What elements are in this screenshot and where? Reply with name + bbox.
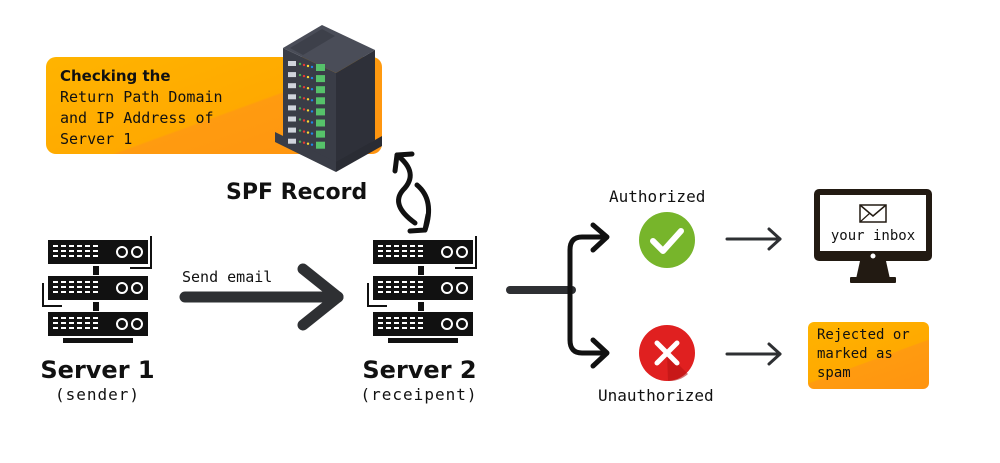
decision-branch-arrows-icon <box>506 222 610 369</box>
spf-note-line1: Checking the <box>60 67 171 85</box>
cross-circle-icon <box>639 325 695 382</box>
unauthorized-label: Unauthorized <box>598 386 714 405</box>
server2-title: Server 2 <box>362 356 477 384</box>
server2-icon <box>367 236 477 343</box>
spf-query-arrows-icon <box>392 151 432 234</box>
to-inbox-arrow-icon <box>725 227 782 251</box>
server1-subtitle: (sender) <box>54 385 141 404</box>
send-email-arrow-icon <box>179 263 344 331</box>
server2-subtitle: (receipent) <box>360 385 478 404</box>
spf-record-server-icon <box>275 25 382 172</box>
server1-icon <box>42 236 152 343</box>
send-email-label: Send email <box>182 268 273 286</box>
rejected-line1: Rejected or <box>817 327 910 343</box>
server-led-rows <box>288 61 325 149</box>
spf-note-line4: Server 1 <box>60 130 133 148</box>
check-circle-icon <box>639 212 695 268</box>
rejected-line2: marked as <box>817 346 893 362</box>
spf-note-line2: Return Path Domain <box>60 88 223 106</box>
spf-record-label: SPF Record <box>226 180 368 205</box>
envelope-icon <box>859 204 887 223</box>
to-rejected-arrow-icon <box>725 342 782 366</box>
rejected-note: Rejected or marked as spam <box>808 322 929 389</box>
server1-title: Server 1 <box>40 356 155 384</box>
inbox-label: your inbox <box>830 228 916 244</box>
authorized-label: Authorized <box>609 187 706 206</box>
rejected-line3: spam <box>817 365 851 381</box>
inbox-monitor-icon <box>814 189 932 283</box>
spf-note-line3: and IP Address of <box>60 109 214 127</box>
